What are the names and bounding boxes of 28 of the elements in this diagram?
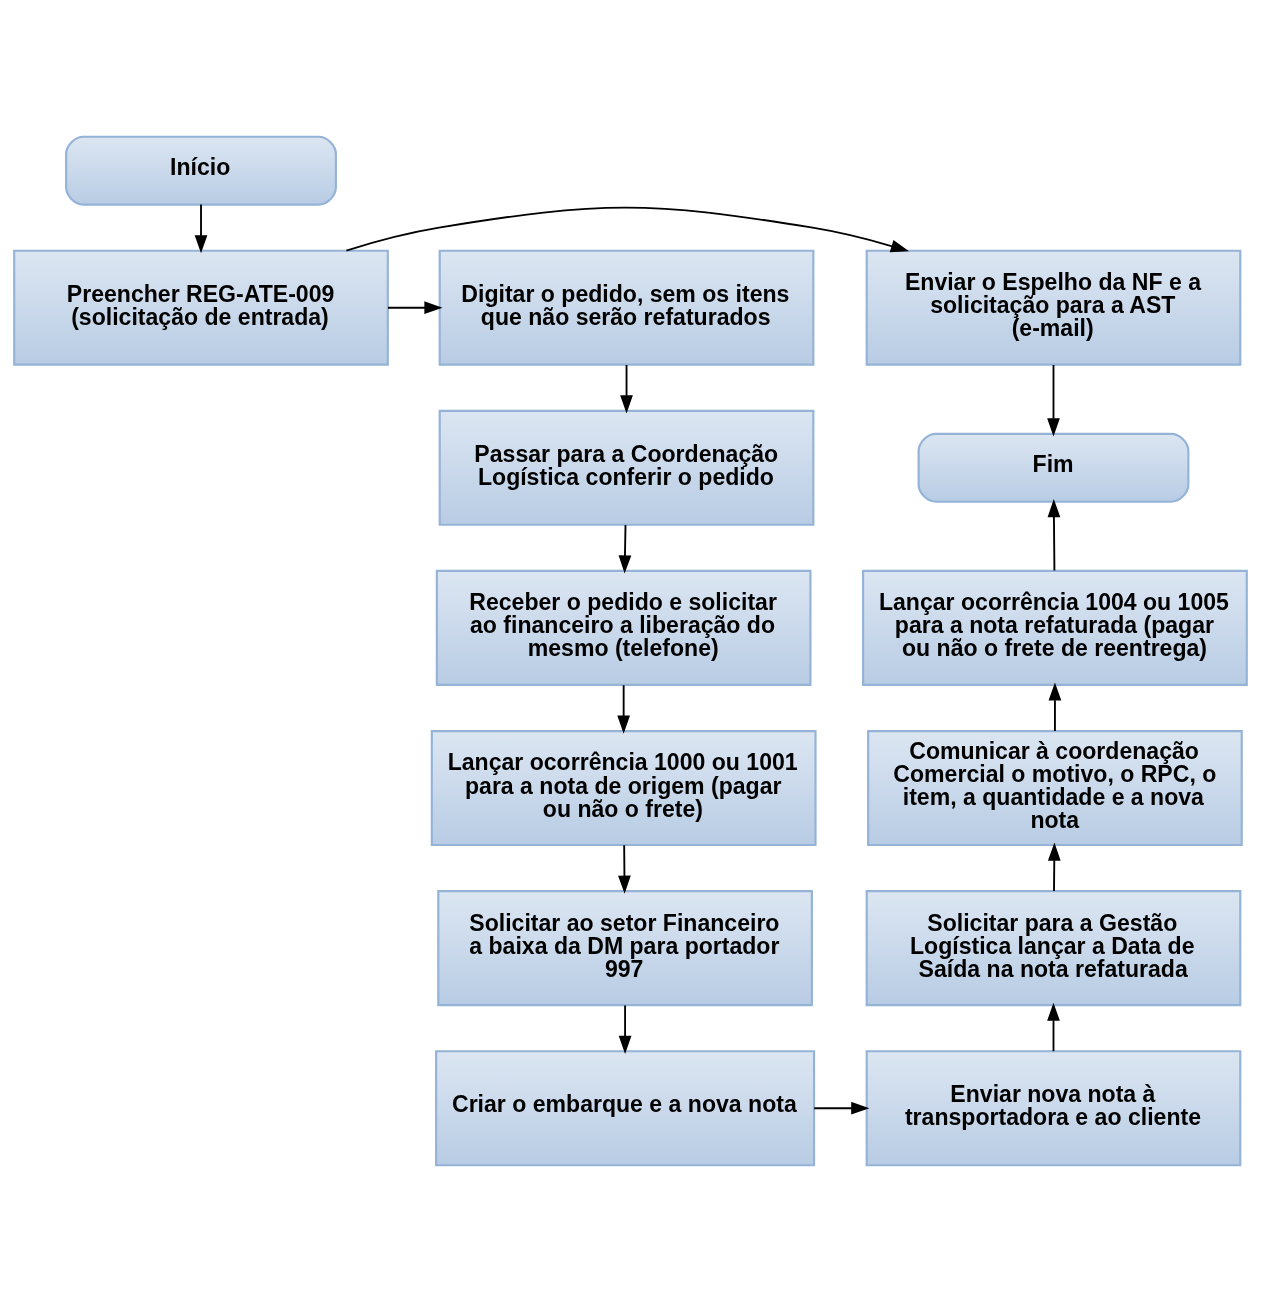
arrow [618, 844, 631, 894]
arrow [387, 301, 443, 315]
node-box: Digitar o pedido, sem os itens que não serão refaturados [438, 249, 815, 366]
arrow [618, 1004, 632, 1054]
node-box: Enviar nova nota à transportadora e ao cliente [865, 1050, 1242, 1167]
arrow [1048, 682, 1062, 732]
node-box: Solicitar para a Gestão Logística lançar a Data de Saída na nota refaturada [865, 890, 1242, 1007]
node-box: Passar para a Coordenação Logística conferir o pedido [438, 409, 815, 526]
arrow [617, 684, 631, 734]
node-box: Lançar ocorrência 1000 ou 1001 para a nota de origem (pagar ou não o frete) [430, 729, 817, 847]
arrow [1047, 364, 1060, 437]
node-box: Receber o pedido e solicitar ao financeiro a liberação do mesmo (telefone) [435, 569, 812, 686]
node-box: Comunicar à coordenação Comercial o motivo, o RPC, o item, a quantidade e a nova nota [867, 729, 1243, 847]
node-box: Solicitar ao setor Financeiro a baixa da DM para portador 997 [437, 890, 813, 1007]
node-box: Lançar ocorrência 1004 ou 1005 para a nota refaturada (pagar ou não o frete de reentrega) [862, 569, 1248, 686]
arrow [1047, 498, 1061, 572]
node-box: Início [65, 135, 337, 206]
node-box: Fim [917, 432, 1190, 503]
arrow [345, 206, 910, 253]
arrow [1047, 842, 1061, 892]
node-box: Enviar o Espelho da NF e a solicitação para a AST (e-mail) [865, 249, 1242, 366]
arrow [813, 1101, 870, 1115]
node-box: Criar o embarque e a nova nota [435, 1050, 816, 1167]
arrow [618, 524, 632, 574]
arrow [620, 364, 633, 414]
node-box: Preencher REG-ATE-009 (solicitação de entrada) [13, 249, 389, 366]
arrow [1047, 1002, 1060, 1053]
arrow [194, 203, 208, 254]
